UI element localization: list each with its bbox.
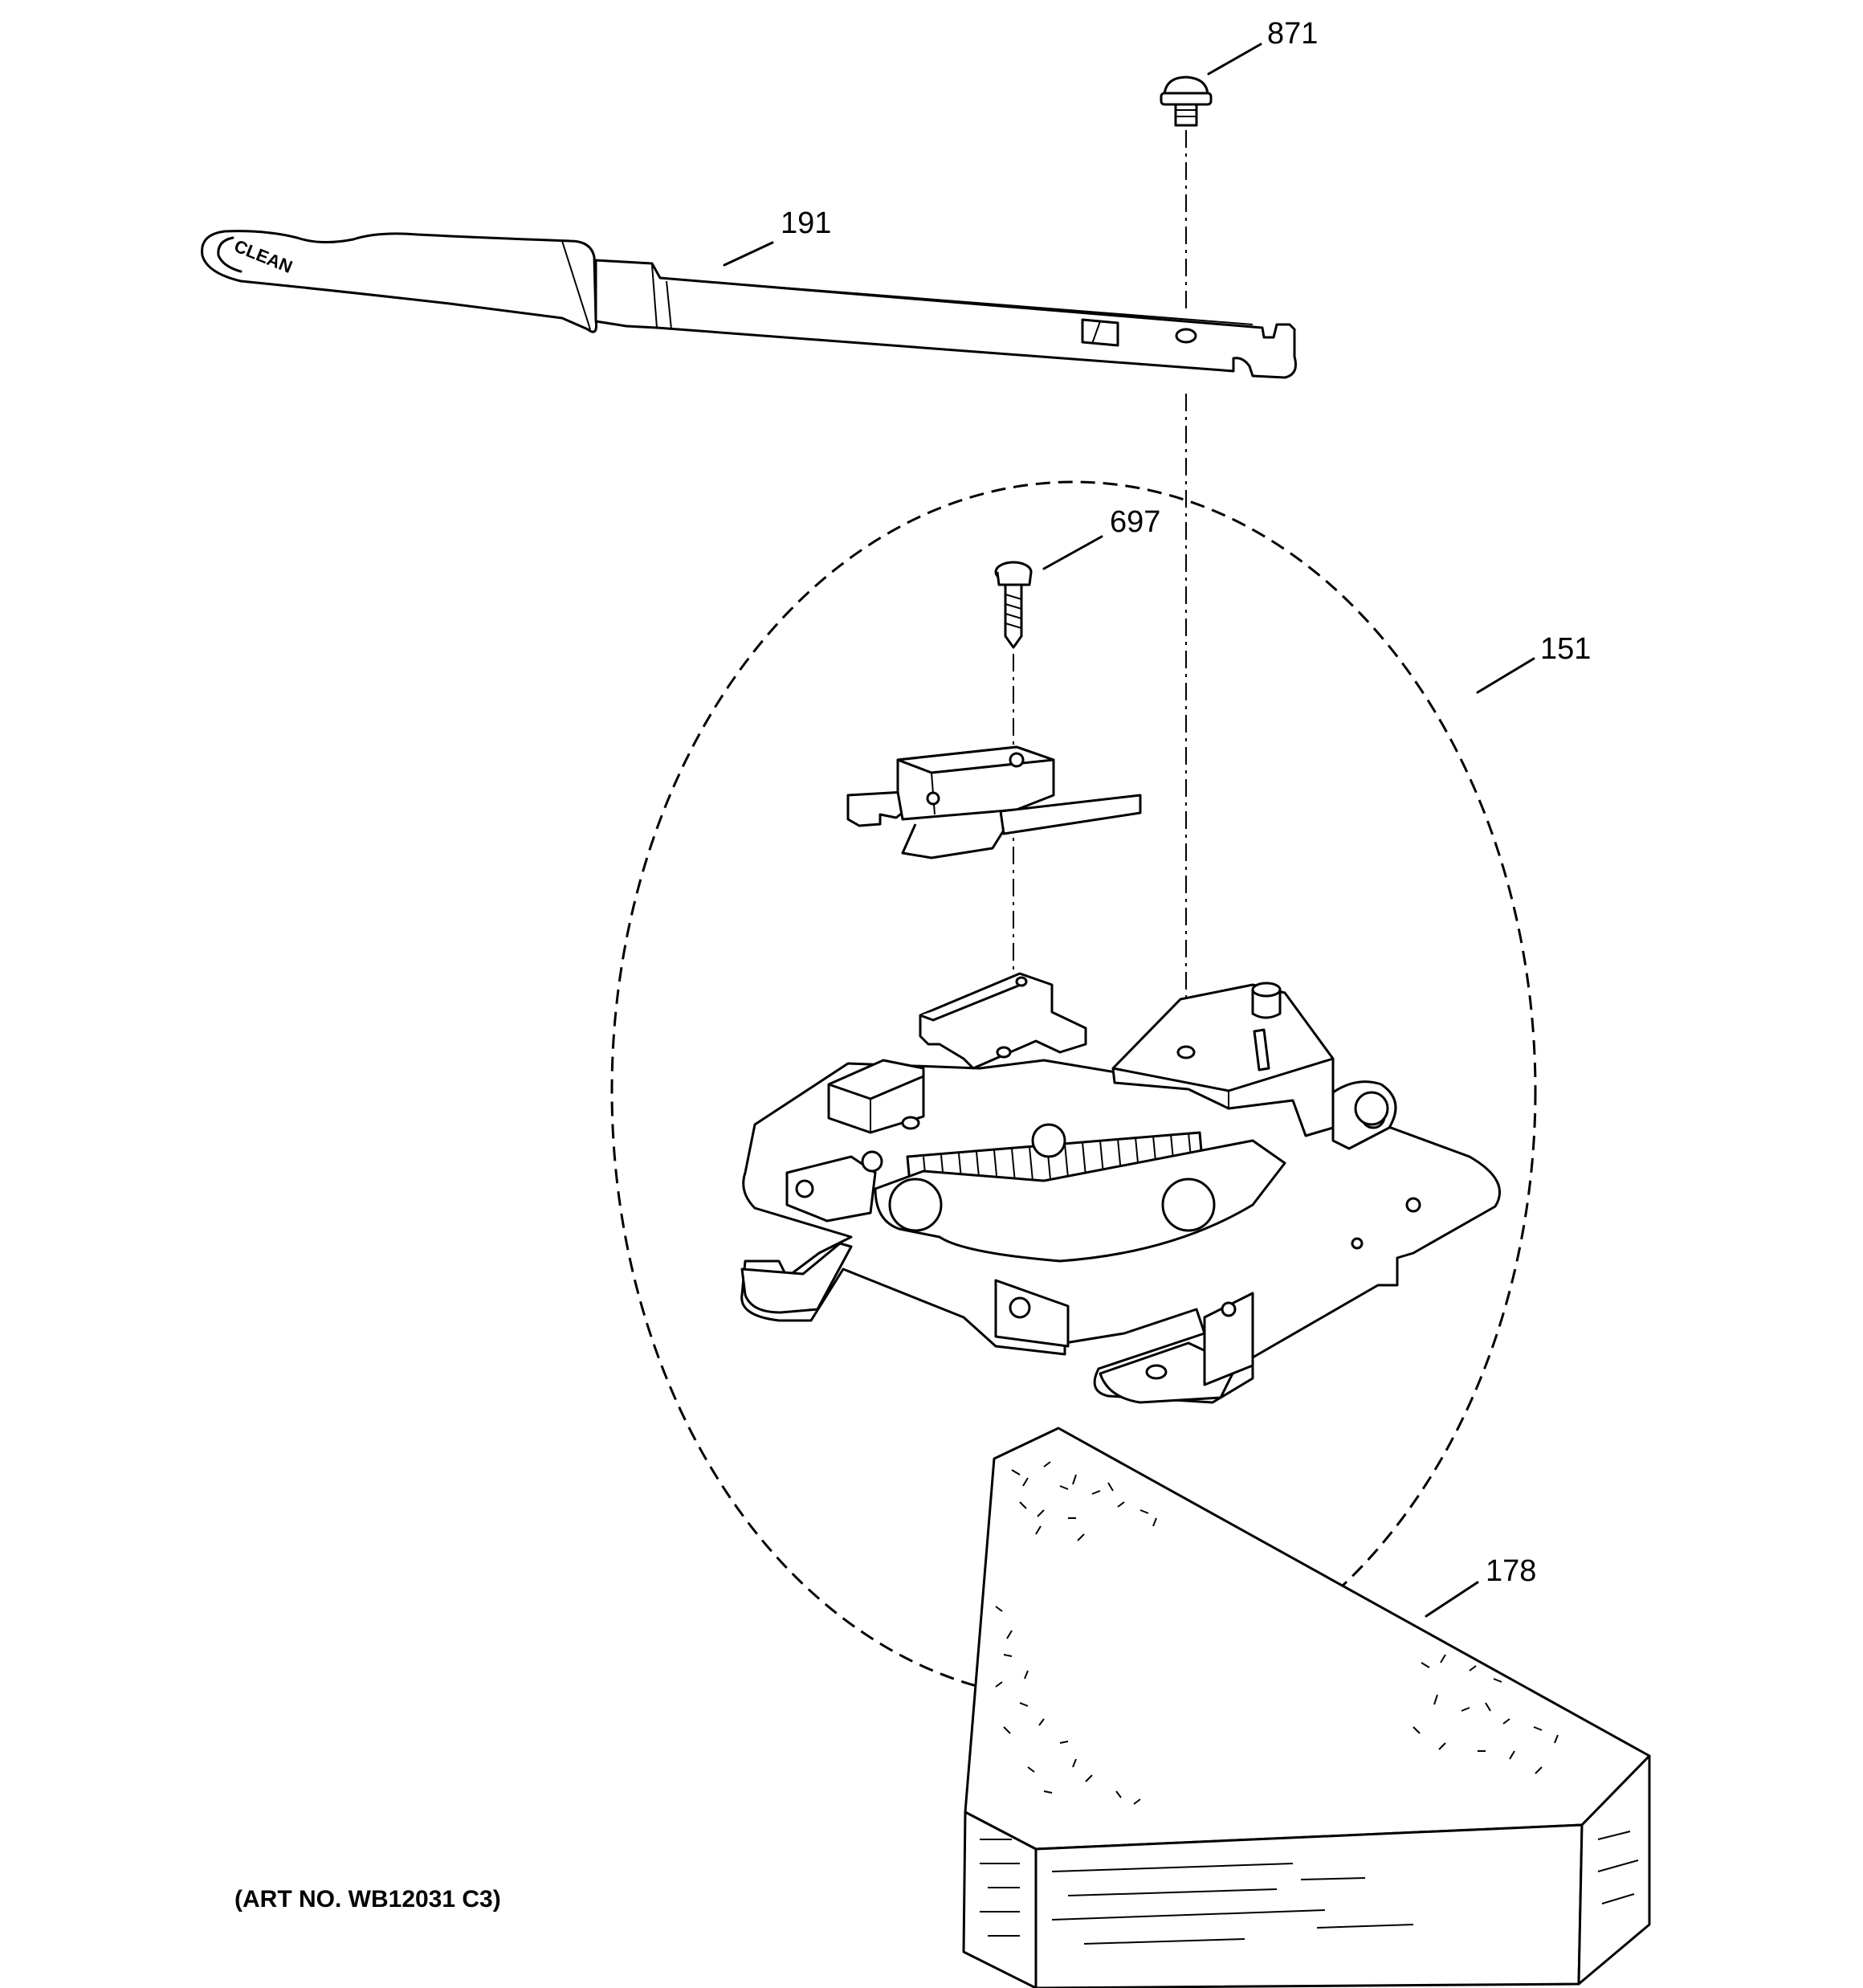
callout-697: 697 — [1110, 505, 1160, 539]
callout-178: 178 — [1486, 1554, 1536, 1588]
callout-191: 191 — [781, 206, 831, 240]
leader-191 — [723, 241, 774, 267]
leader-697 — [1042, 535, 1103, 570]
lock-mechanism-plate — [740, 972, 1502, 1404]
leader-871 — [1207, 43, 1262, 76]
insulation-block-178 — [962, 1427, 1651, 1988]
lock-lever-191: CLEAN — [201, 230, 1297, 379]
micro-switch — [846, 745, 1142, 859]
callout-151: 151 — [1540, 632, 1591, 666]
leader-178 — [1425, 1581, 1479, 1618]
art-number-label: (ART NO. WB12031 C3) — [234, 1886, 501, 1912]
screw-697 — [994, 561, 1033, 649]
leader-151 — [1476, 657, 1535, 694]
callout-871: 871 — [1267, 17, 1318, 51]
screw-871 — [1160, 76, 1213, 127]
